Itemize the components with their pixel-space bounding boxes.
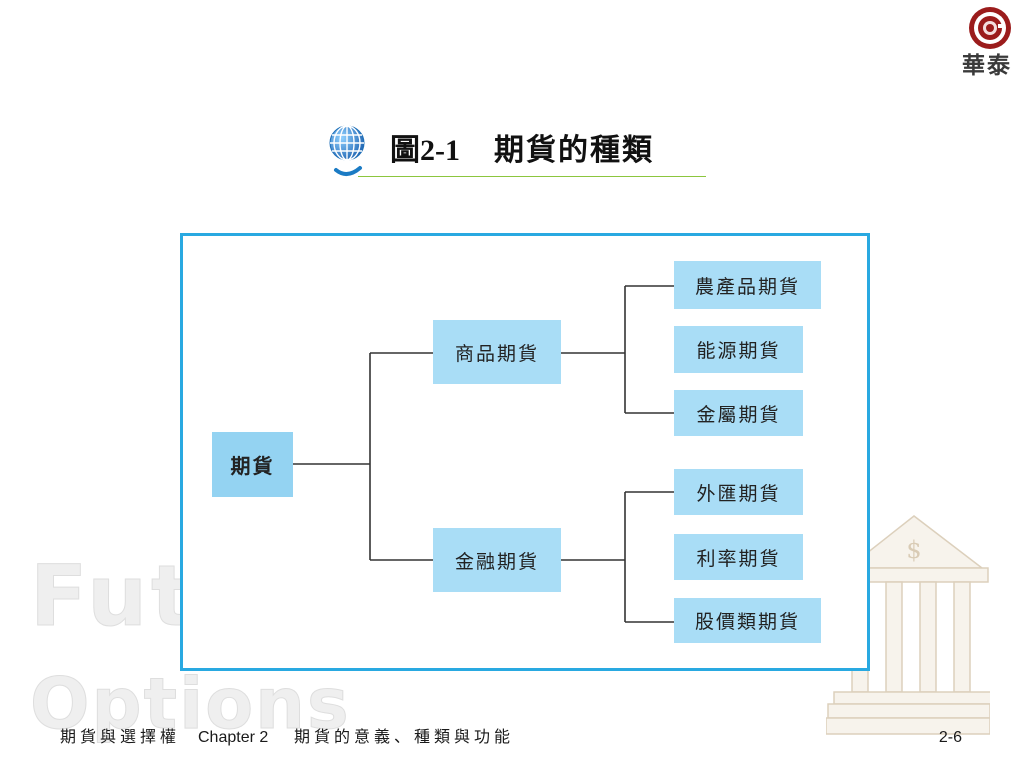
page-number: 2-6 — [938, 729, 962, 746]
bank-dollar-sign: $ — [906, 536, 921, 564]
bank-column — [885, 581, 903, 693]
watermark-word-options: Options — [30, 663, 351, 745]
bank-step — [833, 691, 990, 705]
node-financial-futures: 金融期貨 — [433, 528, 561, 592]
title-underline — [358, 176, 706, 177]
footer-chapter: Chapter 2 — [198, 729, 269, 746]
node-commodity-futures: 商品期貨 — [433, 320, 561, 384]
figure-label: 圖2-1 — [390, 134, 460, 167]
title-text: 期貨的種類 — [494, 134, 654, 167]
bank-step — [827, 703, 990, 719]
node-futures: 期貨 — [212, 432, 293, 497]
node-metal-futures: 金屬期貨 — [674, 390, 803, 436]
globe-icon — [329, 125, 365, 176]
logo-text: 華泰 — [962, 52, 1012, 79]
swirl-logo-icon — [969, 7, 1011, 49]
slide-title: 圖2-1 期貨的種類 — [390, 132, 654, 170]
node-interest-rate-futures: 利率期貨 — [674, 534, 803, 580]
footer-chapter-title: 期貨的意義、種類與功能 — [294, 729, 515, 746]
node-forex-futures: 外匯期貨 — [674, 469, 803, 515]
footer-course-title: 期貨與選擇權 — [60, 729, 181, 746]
bank-column — [919, 581, 937, 693]
node-energy-futures: 能源期貨 — [674, 326, 803, 373]
bank-column — [953, 581, 971, 693]
node-agricultural-futures: 農產品期貨 — [674, 261, 821, 309]
bank-step — [826, 717, 990, 735]
node-stock-index-futures: 股價類期貨 — [674, 598, 821, 643]
